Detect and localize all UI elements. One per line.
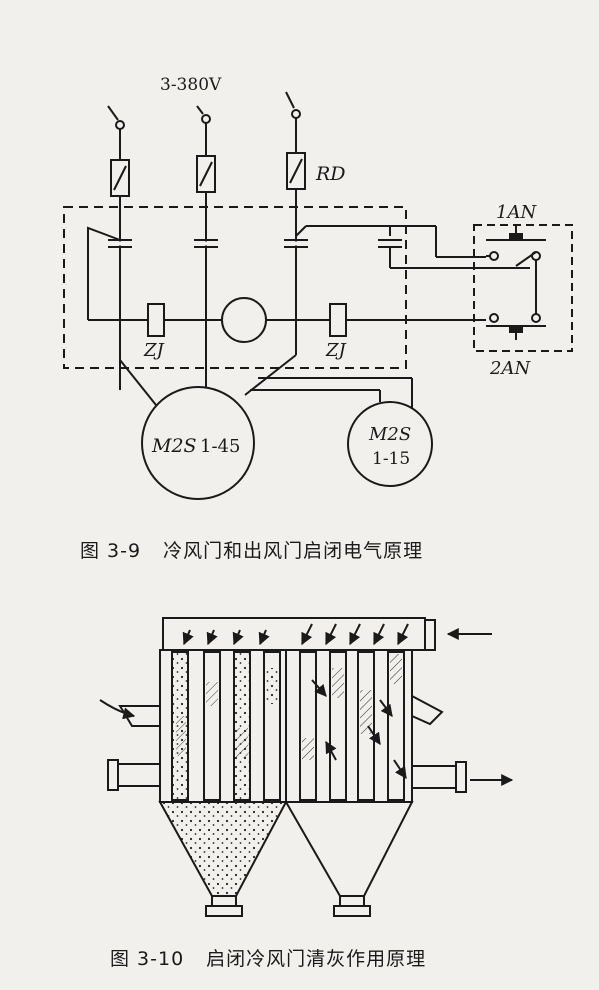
circuit-diagram bbox=[63, 91, 573, 500]
cold-air-inlet bbox=[118, 705, 161, 727]
push-button-2an bbox=[486, 268, 546, 340]
figure-3-10-number: 图 3-10 bbox=[110, 948, 185, 970]
relay-zj-right bbox=[329, 303, 347, 337]
outlet-duct bbox=[411, 765, 457, 789]
label-motor-large-name: M2S bbox=[151, 435, 197, 457]
figure-3-10-caption: 图 3-10 启闭冷风门清灰作用原理 bbox=[110, 944, 426, 971]
top-plenum bbox=[162, 617, 426, 651]
circuit-labels: 3-380V RD 1AN 2AN ZJ ZJ M2S 1-45 M2S 1-1… bbox=[143, 75, 537, 469]
label-button-2an: 2AN bbox=[489, 358, 531, 379]
label-relay-right: ZJ bbox=[325, 340, 348, 361]
center-coil bbox=[221, 297, 267, 343]
label-relay-left: ZJ bbox=[143, 340, 166, 361]
phase-switches bbox=[107, 91, 301, 130]
label-motor-small-model: 1-15 bbox=[372, 449, 410, 469]
hopper-right bbox=[284, 801, 414, 897]
dust-collector-diagram bbox=[99, 617, 514, 917]
motor-small bbox=[347, 401, 433, 487]
figure-3-9-number: 图 3-9 bbox=[80, 540, 142, 562]
label-motor-small-name: M2S bbox=[368, 424, 411, 445]
label-fuse: RD bbox=[315, 163, 346, 185]
left-duct bbox=[117, 763, 161, 787]
right-damper bbox=[411, 694, 444, 726]
fuses bbox=[110, 152, 306, 197]
filter-bags-left bbox=[171, 651, 281, 801]
label-motor-large-model: 1-45 bbox=[200, 436, 240, 457]
button-box bbox=[473, 224, 573, 352]
relay-zj-left bbox=[147, 303, 165, 337]
label-voltage: 3-380V bbox=[160, 75, 222, 95]
filter-bags-right bbox=[299, 651, 407, 801]
figure-3-10-title: 启闭冷风门清灰作用原理 bbox=[206, 948, 427, 970]
label-button-1an: 1AN bbox=[496, 202, 537, 223]
contactor-enclosure bbox=[63, 206, 407, 369]
hopper-left bbox=[158, 801, 288, 897]
plenum-arrows bbox=[182, 623, 409, 646]
figure-3-9-title: 冷风门和出风门启闭电气原理 bbox=[163, 540, 424, 562]
figure-3-9-caption: 图 3-9 冷风门和出风门启闭电气原理 bbox=[80, 536, 423, 563]
push-button-1an bbox=[486, 226, 546, 268]
motor-large bbox=[141, 386, 255, 500]
